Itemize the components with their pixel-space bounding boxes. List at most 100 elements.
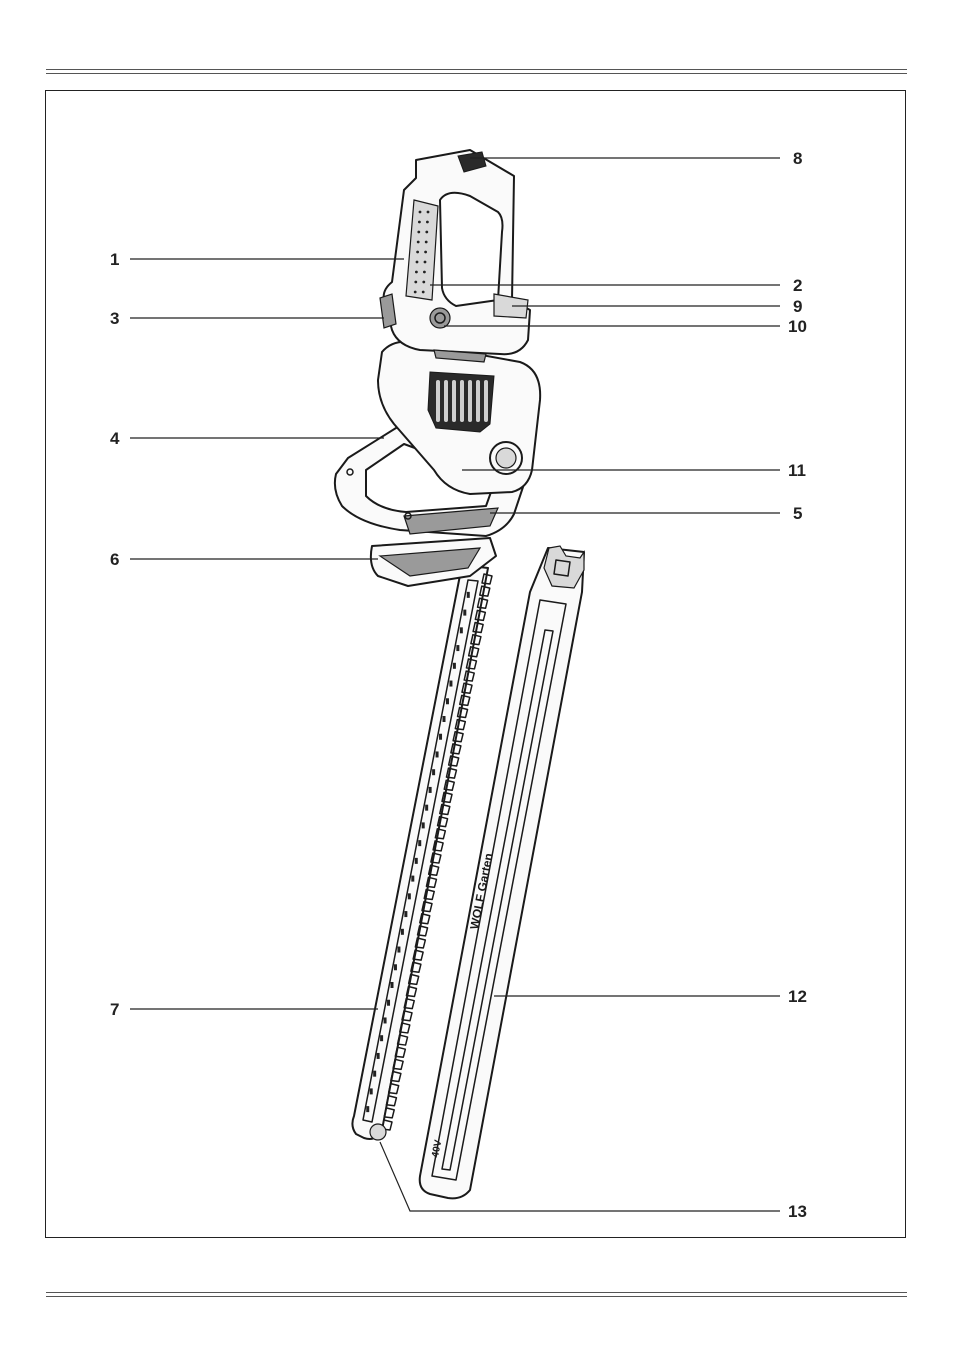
grip-dot [424, 251, 427, 254]
label-9: 9 [793, 297, 802, 316]
label-8: 8 [793, 149, 802, 168]
label-11: 11 [788, 461, 806, 480]
rear-handle [380, 150, 530, 362]
blade-tooth [409, 974, 419, 984]
blade-tooth [424, 889, 434, 899]
blade-rivet [401, 929, 404, 935]
blade-tooth [464, 671, 474, 681]
blade-tooth [455, 720, 465, 730]
blade-tooth [402, 1011, 412, 1021]
blade-rivet [449, 681, 452, 687]
blade-rivet [415, 858, 418, 864]
blade-tooth [411, 962, 421, 972]
blade-tooth [446, 768, 456, 778]
blade-rivet [404, 911, 407, 917]
blade-rivet [380, 1035, 383, 1041]
blade-tooth [395, 1047, 405, 1057]
vent-slot [460, 380, 464, 422]
blade-rivet [446, 698, 449, 704]
grip-dot [422, 281, 425, 284]
blade-tooth [438, 817, 448, 827]
blade-rivet [370, 1088, 373, 1094]
grip-dot [416, 251, 419, 254]
blade-tooth [473, 623, 483, 633]
blade-rivet [373, 1071, 376, 1077]
blade-tooth [384, 1108, 394, 1118]
blade-tooth [415, 938, 425, 948]
vent-slot [436, 380, 440, 422]
blade-rivet [394, 964, 397, 970]
blade-tooth [391, 1071, 401, 1081]
blade-tooth [444, 780, 454, 790]
blade-rivet [377, 1053, 380, 1059]
grip-dot [419, 211, 422, 214]
label-12: 12 [788, 987, 807, 1006]
label-4: 4 [110, 429, 120, 448]
blade-rivet [432, 769, 435, 775]
blade-tooth [433, 841, 443, 851]
blade-tooth [469, 647, 479, 657]
vent-slot [452, 380, 456, 422]
blade-tooth [471, 635, 481, 645]
blade-tooth [453, 732, 463, 742]
blade-rivet [436, 751, 439, 757]
blade-rivet [429, 787, 432, 793]
blade-tooth [389, 1084, 399, 1094]
grip-dot [426, 221, 429, 224]
blade-rivet [443, 716, 446, 722]
blade-tooth [458, 707, 468, 717]
blade-rivet [391, 982, 394, 988]
blade-tooth [449, 756, 459, 766]
blade-tooth [451, 744, 461, 754]
blade-tooth [442, 792, 452, 802]
label-6: 6 [110, 550, 119, 569]
blade-tooth [431, 853, 441, 863]
grip-dot [423, 271, 426, 274]
grip-dot [422, 291, 425, 294]
blade-rivet [418, 840, 421, 846]
blade-rivet [366, 1106, 369, 1112]
blade-tooth [422, 902, 432, 912]
grip-dot [417, 231, 420, 234]
vent-slot [476, 380, 480, 422]
blade-tooth [475, 610, 485, 620]
blade-tooth [400, 1023, 410, 1033]
grip-dot [425, 231, 428, 234]
blade-tooth [393, 1059, 403, 1069]
blade-tooth [480, 586, 490, 596]
blade-rivet [456, 645, 459, 651]
blade-tooth [460, 695, 470, 705]
blade-rivet [422, 822, 425, 828]
grip-dot [415, 271, 418, 274]
blade-rivet [460, 627, 463, 633]
label-13: 13 [788, 1202, 807, 1221]
blade-rivet [384, 1017, 387, 1023]
grip-dot [414, 281, 417, 284]
blade-tooth [466, 659, 476, 669]
blade-rivet [411, 876, 414, 882]
blade-rivet [467, 592, 470, 598]
blade-rivet [439, 734, 442, 740]
blade-tooth [406, 987, 416, 997]
blade-tooth [482, 574, 492, 584]
blade-tooth [413, 950, 423, 960]
blade-rivet [408, 893, 411, 899]
grip-dot [427, 211, 430, 214]
grip-dot [424, 261, 427, 264]
label-10: 10 [788, 317, 807, 336]
blade-tooth [462, 683, 472, 693]
blade-tooth [420, 914, 430, 924]
blade-rivet [387, 1000, 390, 1006]
vent-slot [484, 380, 488, 422]
blade-tooth [440, 805, 450, 815]
grip-dot [416, 261, 419, 264]
label-1: 1 [110, 250, 119, 269]
grip-dot [414, 291, 417, 294]
label-5: 5 [793, 504, 802, 523]
vent-slot [468, 380, 472, 422]
blade-rivet [463, 610, 466, 616]
blade-tooth [478, 598, 488, 608]
label-2: 2 [793, 276, 802, 295]
vent-slot [444, 380, 448, 422]
